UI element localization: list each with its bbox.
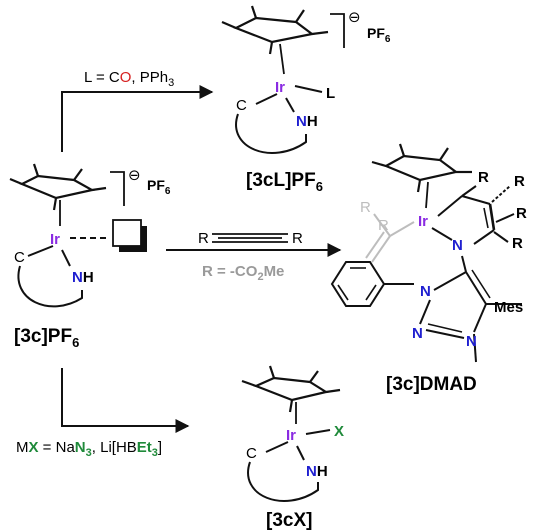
- triazole-n3: N: [466, 333, 477, 350]
- reagent-r-left: R: [198, 230, 209, 247]
- n-label-right: N: [452, 237, 463, 254]
- r-label-grey-1: R: [360, 199, 371, 216]
- r-label-4: R: [512, 235, 523, 252]
- solvent-square: [112, 219, 147, 252]
- ligand-label-top: L: [326, 85, 335, 102]
- compound-label-start: [3c]PF6: [14, 326, 79, 350]
- chelate-arc-bottom: [247, 461, 319, 502]
- chelate-arc-top: [235, 113, 307, 154]
- alkyne-reagent: R R: [198, 230, 303, 247]
- r-label-1: R: [478, 169, 489, 186]
- nh-label-top: NH: [296, 113, 318, 130]
- starting-complex: ⊖ PF6 Ir C NH [3c]PF6: [9, 163, 171, 350]
- nh-label-start: NH: [72, 269, 94, 286]
- r-label-grey-2: R: [378, 217, 389, 234]
- r-label-2: R: [514, 173, 525, 190]
- product-bottom: Ir X C NH [3cX]: [241, 365, 344, 531]
- ion-bracket-top: [330, 13, 345, 48]
- compound-label-bottom: [3cX]: [266, 510, 312, 531]
- arrow-bottom: [61, 368, 190, 433]
- product-top: ⊖ PF6 Ir L C NH [3cL]PF6: [221, 5, 391, 194]
- triazole-n1: N: [420, 283, 431, 300]
- reagent-r-right: R: [292, 230, 303, 247]
- triazole-n2: N: [412, 325, 423, 342]
- compound-label-right: [3c]DMAD: [386, 374, 477, 395]
- ion-bracket-start: [110, 171, 125, 206]
- phenyl-ring: [330, 261, 414, 307]
- iridium-label-bottom: Ir: [286, 427, 296, 444]
- iridium-label-right: Ir: [418, 213, 428, 230]
- conditions-bottom: MX = NaN3, Li[HBEt3]: [16, 439, 162, 459]
- charge-symbol-start: ⊖: [128, 167, 141, 184]
- r-label-3: R: [516, 205, 527, 222]
- cp-star-ring-start: [9, 163, 107, 226]
- mes-label: Mes: [494, 299, 523, 316]
- product-dmad: Ir R R R R N R R: [330, 143, 527, 395]
- chelate-arc-start: [17, 265, 83, 308]
- charge-symbol-top: ⊖: [348, 9, 361, 26]
- x-label-bottom: X: [334, 423, 344, 440]
- carbon-label-top: C: [236, 97, 247, 114]
- nh-label-bottom: NH: [306, 463, 328, 480]
- cp-star-ring-bottom: [241, 365, 341, 424]
- carbon-label-start: C: [14, 249, 25, 266]
- substituent-definition: R = -CO2Me: [202, 263, 284, 283]
- counterion-start: PF6: [147, 177, 171, 197]
- iridium-label-top: Ir: [275, 79, 285, 96]
- cp-star-ring-right: [371, 143, 472, 209]
- arrow-top: [61, 85, 214, 152]
- counterion-top: PF6: [367, 25, 391, 45]
- vinyl-fragment: [365, 213, 415, 263]
- iridium-label-start: Ir: [50, 231, 60, 248]
- carbon-label-bottom: C: [246, 445, 257, 462]
- conditions-top: L = CO, PPh3: [84, 69, 174, 89]
- cp-star-ring-top: [221, 5, 329, 75]
- compound-label-top: [3cL]PF6: [246, 170, 323, 194]
- triazole-ring: [433, 255, 522, 363]
